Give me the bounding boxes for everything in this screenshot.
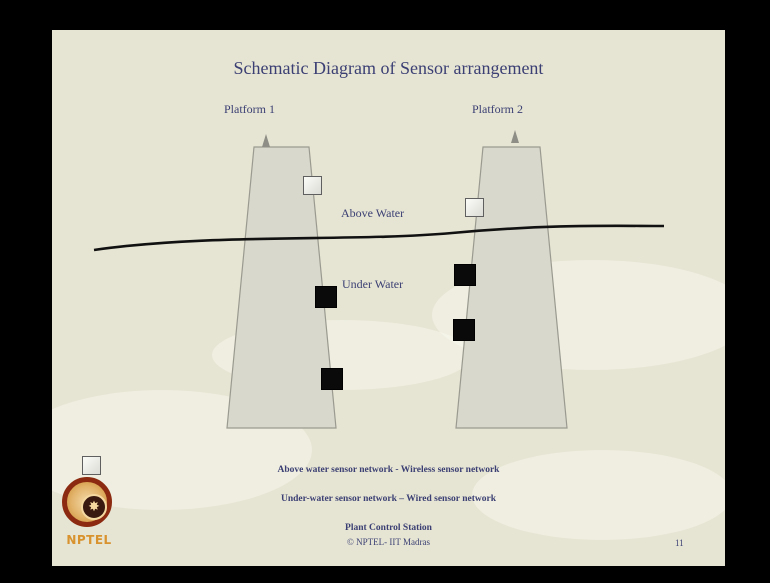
wireless-sensor-platform-1 (303, 176, 322, 195)
legend-wired: Under-water sensor network – Wired senso… (281, 494, 496, 504)
platform-2-body (455, 146, 568, 429)
platform-1-label: Platform 1 (224, 102, 275, 116)
platform-2-antenna (511, 130, 519, 143)
wired-sensor-platform-2-upper (454, 264, 476, 286)
background-swirl (472, 450, 725, 540)
slide-title: Schematic Diagram of Sensor arrangement (233, 58, 544, 78)
legend-wireless-sensor-icon (82, 456, 101, 475)
logo-text: NPTEL (66, 533, 112, 547)
nptel-logo: ✸ NPTEL (60, 477, 118, 557)
under-water-label: Under Water (342, 277, 404, 291)
waterline (93, 224, 665, 252)
copyright: © NPTEL- IIT Madras (347, 537, 430, 547)
sensor-arrangement-diagram (93, 130, 665, 429)
above-water-label: Above Water (341, 206, 405, 220)
page-number: 11 (675, 538, 684, 548)
slide: Schematic Diagram of Sensor arrangement … (52, 30, 725, 566)
nptel-logo-icon: ✸ (62, 477, 112, 527)
platform-1-body (226, 146, 337, 429)
platform-1-antenna (262, 134, 270, 147)
platform-2-label: Platform 2 (472, 102, 523, 116)
wired-sensor-platform-1-upper (315, 286, 337, 308)
wired-sensor-platform-1-lower (321, 368, 343, 390)
legend-station: Plant Control Station (345, 523, 432, 533)
wired-sensor-platform-2-lower (453, 319, 475, 341)
logo-emblem-icon: ✸ (81, 494, 107, 520)
wireless-sensor-platform-2 (465, 198, 484, 217)
legend-wireless: Above water sensor network - Wireless se… (277, 465, 500, 475)
